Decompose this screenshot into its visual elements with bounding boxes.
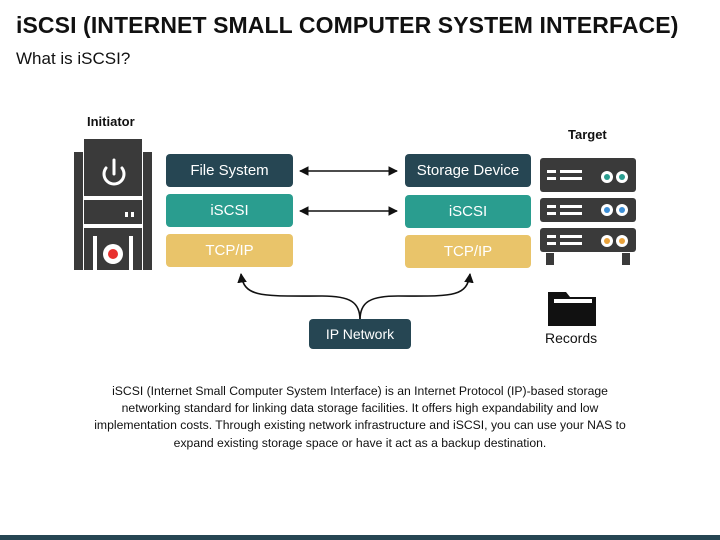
target-tcpip-box: TCP/IP [405,235,531,268]
connector-network-right [359,273,474,321]
initiator-iscsi-box: iSCSI [166,194,293,227]
ip-network-box: IP Network [309,319,411,349]
description-text: iSCSI (Internet Small Computer System In… [94,384,626,450]
target-storage-device-box: Storage Device [405,154,531,187]
connector-network-left [237,273,361,321]
folder-icon [548,292,596,326]
target-label: Target [568,127,607,142]
computer-tower-icon [74,139,152,270]
server-rack-icon [540,158,636,265]
initiator-file-system-box: File System [166,154,293,187]
initiator-tcpip-box: TCP/IP [166,234,293,267]
page-subtitle: What is iSCSI? [16,49,131,68]
target-iscsi-box: iSCSI [405,195,531,228]
initiator-label: Initiator [87,114,135,129]
footer-bar [0,535,720,540]
records-label: Records [545,330,598,346]
page-title: iSCSI (INTERNET SMALL COMPUTER SYSTEM IN… [16,12,679,38]
